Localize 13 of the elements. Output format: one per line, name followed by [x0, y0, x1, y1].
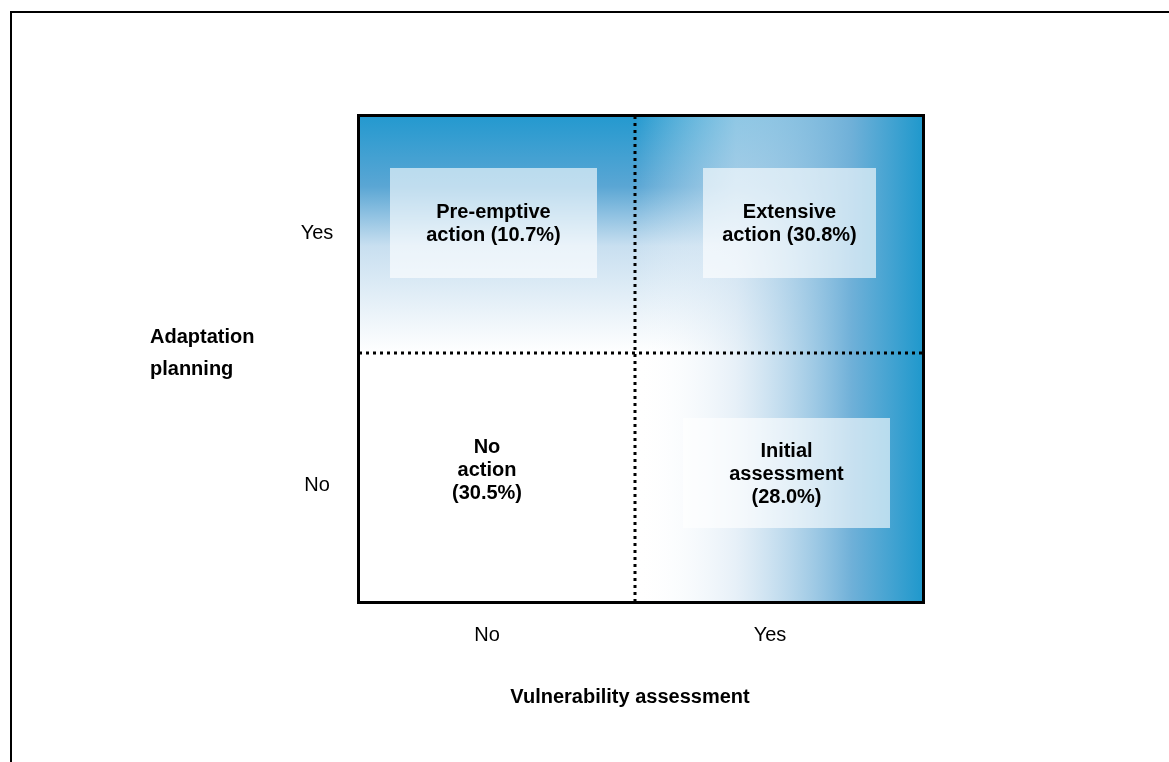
quadrant-box — [703, 168, 876, 278]
quadrant-label: Initial assessment (28.0%) — [728, 438, 845, 508]
axis-tick-label: No — [473, 622, 501, 647]
axis-title: Vulnerability assessment — [509, 684, 751, 709]
axis-title: Adaptation planning — [150, 324, 256, 381]
quadrant-label: Extensive action (30.8%) — [722, 200, 857, 246]
quadrant-box — [390, 168, 597, 278]
axis-tick-label: No — [303, 472, 331, 497]
quadrant-label: Pre-emptive action (10.7%) — [426, 200, 561, 246]
quadrant-box — [683, 418, 890, 528]
axis-tick-label: Yes — [299, 220, 335, 245]
axis-tick-label: Yes — [752, 622, 788, 647]
quadrant-label: No action (30.5%) — [451, 434, 523, 504]
